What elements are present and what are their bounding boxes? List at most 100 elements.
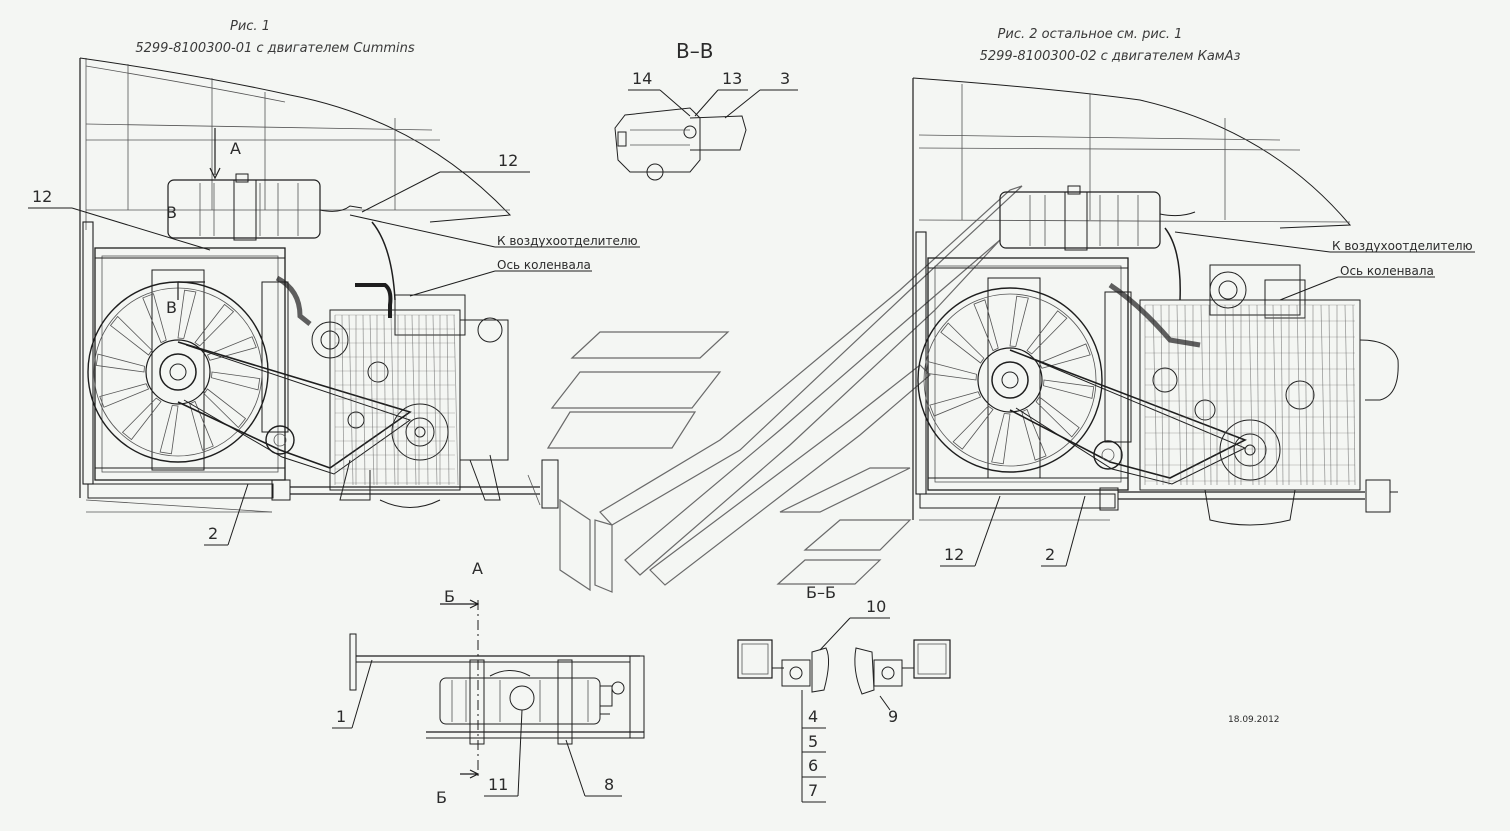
engine-detail-line: [404, 314, 408, 486]
engine-detail-line: [411, 314, 417, 486]
vv-callout-14: 14: [632, 69, 652, 88]
fig2-callout-2: 2: [1045, 545, 1055, 564]
figure-1-cummins: Рис. 1 5299-8100300-01 с двигателем Cumm…: [28, 19, 640, 546]
fig2-title: Рис. 2 остальное см. рис. 1: [998, 27, 1183, 42]
fan-blade: [1035, 396, 1080, 438]
fan-blade: [1043, 379, 1095, 399]
fig2-fan: [917, 287, 1103, 473]
fan-blade: [940, 322, 985, 364]
fig1-callout-12-left: 12: [32, 187, 52, 206]
view-a-marker: A: [230, 139, 241, 158]
date-stamp: 18.09.2012: [1228, 715, 1280, 725]
fan-blade: [1038, 343, 1091, 369]
engine-detail-line: [1296, 304, 1302, 486]
engine-detail-line: [432, 314, 438, 486]
cut-b-top: Б: [444, 587, 455, 606]
fig1-frame-rail: [271, 459, 559, 509]
bb-callout-10: 10: [866, 597, 886, 616]
engine-detail-line: [1160, 304, 1164, 486]
fig1-title: Рис. 1: [230, 19, 270, 34]
fan-blade: [211, 371, 261, 391]
fig1-subtitle: 5299-8100300-01 с двигателем Cummins: [135, 41, 415, 56]
fig2-expansion-tank: [999, 185, 1196, 251]
section-bb: Б–Б 10 4 5 6 7 9: [737, 583, 951, 803]
fig2-to-deaerator: К воздухоотделителю: [1332, 239, 1473, 253]
background-chevrons: [546, 185, 1023, 593]
fan-blade: [177, 289, 197, 339]
view-a-callout-1: 1: [336, 707, 346, 726]
fan-blade: [142, 293, 167, 344]
engine-detail-line: [1320, 304, 1326, 486]
cut-b-bottom: Б: [436, 788, 447, 807]
vv-callout-3: 3: [780, 69, 790, 88]
engine-detail-line: [1248, 304, 1254, 486]
fig1-drive-belts: [177, 341, 412, 475]
fan-blade: [952, 405, 994, 450]
fan-blade: [203, 388, 247, 429]
bb-callout-9: 9: [888, 707, 898, 726]
engine-detail-line: [1176, 304, 1182, 486]
fan-blade: [99, 383, 150, 408]
engine-detail-line: [1232, 304, 1236, 486]
fig2-crankshaft-axis: Ось коленвала: [1340, 264, 1434, 278]
fig1-to-deaerator: К воздухоотделителю: [497, 234, 638, 248]
engine-detail-line: [1344, 304, 1350, 486]
section-vv-title: B–B: [676, 39, 713, 63]
fan-blade: [121, 397, 162, 441]
engine-detail-line: [348, 314, 354, 486]
fan-blade: [95, 353, 145, 373]
vv-callout-13: 13: [722, 69, 742, 88]
fig1-callout-12-top: 12: [498, 151, 518, 170]
engine-detail-line: [1352, 304, 1356, 486]
engine-detail-line: [1152, 304, 1158, 486]
engine-detail-line: [1200, 304, 1206, 486]
engine-detail-line: [1184, 304, 1188, 486]
view-a-title: A: [472, 559, 483, 578]
fan-blade: [109, 315, 153, 356]
bb-callout-4: 4: [808, 707, 818, 726]
view-a-callout-11: 11: [488, 775, 508, 794]
engine-detail-line: [453, 314, 459, 486]
bb-callout-5: 5: [808, 732, 818, 751]
fan-blade: [1026, 310, 1068, 355]
bb-callout-6: 6: [808, 756, 818, 775]
view-a-detail: A Б Б 1 11 8: [332, 559, 645, 807]
fan-blade: [194, 303, 235, 347]
fig2-engine-kamaz: [1108, 227, 1399, 526]
view-a-callout-8: 8: [604, 775, 614, 794]
fan-blade: [189, 400, 214, 451]
engine-detail-line: [390, 314, 396, 486]
fig1-body-frame: [79, 57, 512, 498]
engine-detail-line: [383, 314, 387, 486]
engine-detail-line: [425, 314, 429, 486]
fan-blade: [1021, 408, 1047, 461]
engine-detail-line: [362, 314, 366, 486]
engine-detail-line: [1272, 304, 1278, 486]
view-v-marker-2: B: [166, 298, 177, 317]
engine-detail-line: [341, 314, 345, 486]
engine-detail-line: [1208, 304, 1212, 486]
section-bb-title: Б–Б: [806, 583, 836, 602]
fan-blade: [991, 413, 1011, 465]
fig2-callout-12: 12: [944, 545, 964, 564]
fig1-engine-cummins: [275, 221, 509, 508]
fig1-radiator: [82, 221, 289, 513]
fig1-crankshaft-axis: Ось коленвала: [497, 258, 591, 272]
fan-blade: [1009, 295, 1029, 347]
fan-blade: [159, 405, 179, 455]
fan-blade: [973, 299, 999, 352]
fan-blade: [929, 391, 982, 417]
fig1-callout-2: 2: [208, 524, 218, 543]
engine-detail-line: [1328, 304, 1332, 486]
fan-blade: [206, 336, 257, 361]
fig2-body-frame: [912, 77, 1352, 520]
fig2-frame-rail: [1099, 479, 1398, 513]
fig1-expansion-tank: [167, 173, 363, 241]
engine-detail-line: [446, 314, 450, 486]
fan-blade: [925, 361, 977, 381]
engine-detail-line: [369, 314, 375, 486]
bb-callout-7: 7: [808, 781, 818, 800]
engine-detail-line: [1224, 304, 1230, 486]
